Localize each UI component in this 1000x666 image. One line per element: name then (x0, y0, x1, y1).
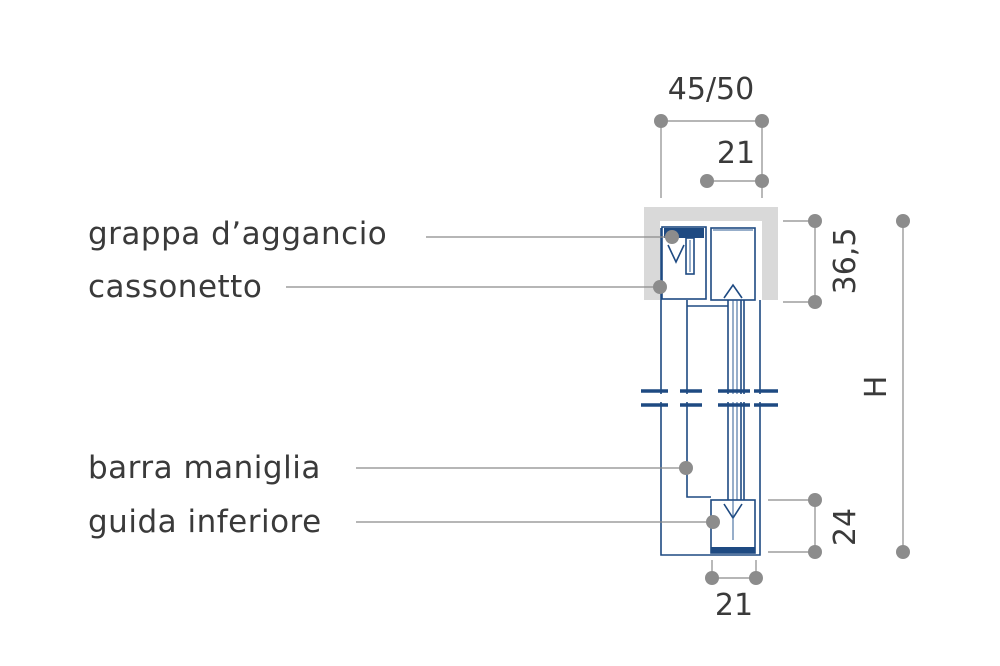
dimension-box-height: 36,5 (783, 214, 863, 309)
callout-barra: barra maniglia (88, 450, 693, 486)
dimension-total-height-label: H (859, 376, 894, 399)
dimension-total-height: H (859, 214, 910, 559)
callout-cassonetto: cassonetto (88, 269, 667, 305)
label-grappa: grappa d’aggancio (88, 216, 387, 252)
callout-grappa: grappa d’aggancio (88, 216, 679, 252)
dimension-top-inner-label: 21 (717, 136, 755, 171)
label-guida: guida inferiore (88, 504, 322, 540)
dimension-bottom-height-label: 24 (828, 508, 863, 546)
break-marks (640, 389, 780, 407)
dimension-top-outer-label: 45/50 (668, 72, 754, 107)
dimension-top-inner: 21 (700, 136, 769, 188)
label-cassonetto: cassonetto (88, 269, 262, 305)
callout-guida: guida inferiore (88, 504, 720, 540)
label-barra: barra maniglia (88, 450, 321, 486)
dimension-bottom-width-label: 21 (715, 588, 753, 623)
dimension-bottom-width: 21 (705, 560, 763, 623)
dimension-bottom-height: 24 (768, 493, 863, 559)
dimension-box-height-label: 36,5 (828, 228, 863, 295)
